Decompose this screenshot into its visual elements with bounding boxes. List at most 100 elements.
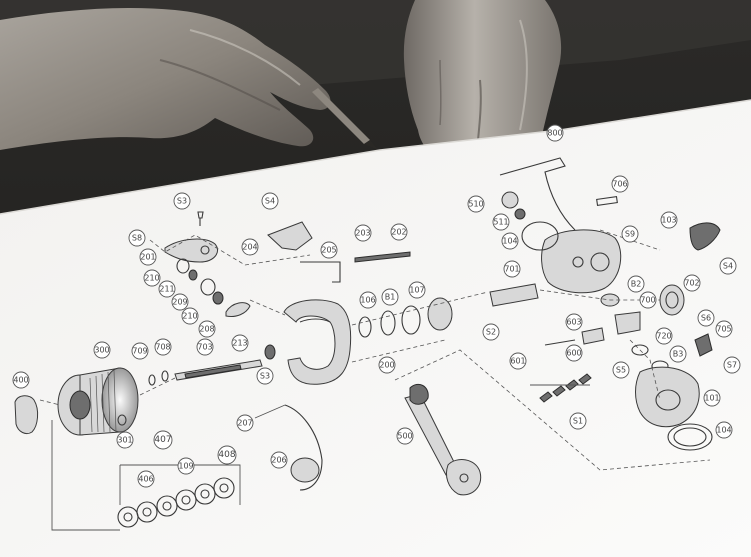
callout: S9 <box>621 225 639 243</box>
washer-part <box>212 291 224 305</box>
callout-label: 103 <box>661 216 676 225</box>
side-housing-part <box>635 366 700 428</box>
callout-label: 708 <box>155 343 170 352</box>
callout: 204 <box>241 238 259 256</box>
bearing-part <box>264 344 276 360</box>
bracket-part <box>596 196 618 206</box>
callout: 406 <box>137 470 155 488</box>
callout: 709 <box>131 342 149 360</box>
callout: 705 <box>715 320 733 338</box>
callout-label: 210 <box>182 312 197 321</box>
callout-label: 107 <box>409 286 424 295</box>
callout-label: S3 <box>260 372 270 381</box>
callout-label: 400 <box>13 376 28 385</box>
callout: 511 <box>492 213 510 231</box>
rotor-assembly-part <box>499 157 622 294</box>
bail-arm-part <box>689 222 721 251</box>
parts <box>14 157 721 528</box>
callout: B3 <box>669 345 687 363</box>
callout: 207 <box>236 414 254 432</box>
callout-label: 709 <box>132 347 147 356</box>
callout-label: 700 <box>640 296 655 305</box>
callout-label: 206 <box>271 456 286 465</box>
callout: 500 <box>396 427 414 445</box>
callout: S4 <box>261 192 279 210</box>
callout-label: 203 <box>355 229 370 238</box>
washer-part <box>148 374 156 386</box>
callout-label: 300 <box>94 346 109 355</box>
callout: 702 <box>683 274 701 292</box>
left-hand <box>0 8 331 150</box>
callout-label: 104 <box>716 426 731 435</box>
callout: 205 <box>320 241 338 259</box>
callout: 708 <box>154 338 172 356</box>
callout-label: 705 <box>716 325 731 334</box>
callout-label: B1 <box>385 293 396 302</box>
callout: 104 <box>501 232 519 250</box>
callout-label: 407 <box>154 435 171 445</box>
callout-label: S6 <box>701 314 711 323</box>
pinion-part <box>614 311 641 335</box>
callout: 800 <box>546 124 564 142</box>
callout-label: S2 <box>486 328 496 337</box>
callout-label: 213 <box>232 339 247 348</box>
callout-label: 720 <box>656 332 671 341</box>
callout: 200 <box>378 356 396 374</box>
drag-knob-part <box>14 395 39 435</box>
callout-label: 201 <box>140 253 155 262</box>
callout: 300 <box>93 341 111 359</box>
bearing-part <box>380 310 396 336</box>
callout: 109 <box>177 457 195 475</box>
callout: S5 <box>612 361 630 379</box>
drive-gear-part <box>659 284 685 316</box>
callout-label: S7 <box>727 361 737 370</box>
callout: 603 <box>565 313 583 331</box>
callout-label: S5 <box>616 366 626 375</box>
callout-label: 703 <box>197 343 212 352</box>
reel-body-part <box>283 299 352 385</box>
callout: 101 <box>703 389 721 407</box>
callout: 210 <box>143 269 161 287</box>
callout: 701 <box>503 260 521 278</box>
callout: 700 <box>639 291 657 309</box>
callout-label: 603 <box>566 318 581 327</box>
screw-part <box>197 211 204 226</box>
callout-label: S4 <box>723 262 733 271</box>
callout: S3 <box>256 367 274 385</box>
callout-labels: S3 S4 S8 201 204 205 203 202 210 211 209… <box>12 124 741 488</box>
callout: 206 <box>270 451 288 469</box>
callout: 103 <box>660 211 678 229</box>
spring-part <box>354 251 411 263</box>
callout-label: 301 <box>117 436 132 445</box>
bearing-part <box>401 305 421 335</box>
callout-label: 510 <box>468 200 483 209</box>
callout: S1 <box>569 412 587 430</box>
callout: 706 <box>611 175 629 193</box>
washer-part <box>161 370 169 382</box>
callout-label: 104 <box>502 237 517 246</box>
callout: S7 <box>723 356 741 374</box>
pencil <box>312 88 378 150</box>
callout-label: 204 <box>242 243 257 252</box>
drag-washer-stack <box>117 477 235 528</box>
callout-label: 706 <box>612 180 627 189</box>
callout: 213 <box>231 334 249 352</box>
callout-label: B3 <box>673 350 684 359</box>
callout-label: 209 <box>172 298 187 307</box>
callout: 703 <box>196 338 214 356</box>
callout: 601 <box>509 352 527 370</box>
screws-group <box>539 373 592 403</box>
callout-label: 202 <box>391 228 406 237</box>
callout: 201 <box>139 248 157 266</box>
gear-washer-part <box>358 316 372 338</box>
callout-label: S1 <box>573 417 583 426</box>
callout-label: S9 <box>625 230 635 239</box>
callout: 209 <box>171 293 189 311</box>
washer-part <box>176 258 190 274</box>
side-cover-part <box>267 221 313 251</box>
callout-label: 106 <box>360 296 375 305</box>
washer-part <box>188 269 198 281</box>
callout: 301 <box>116 431 134 449</box>
main-shaft-part <box>489 283 539 307</box>
drive-gear-inner <box>665 291 679 309</box>
